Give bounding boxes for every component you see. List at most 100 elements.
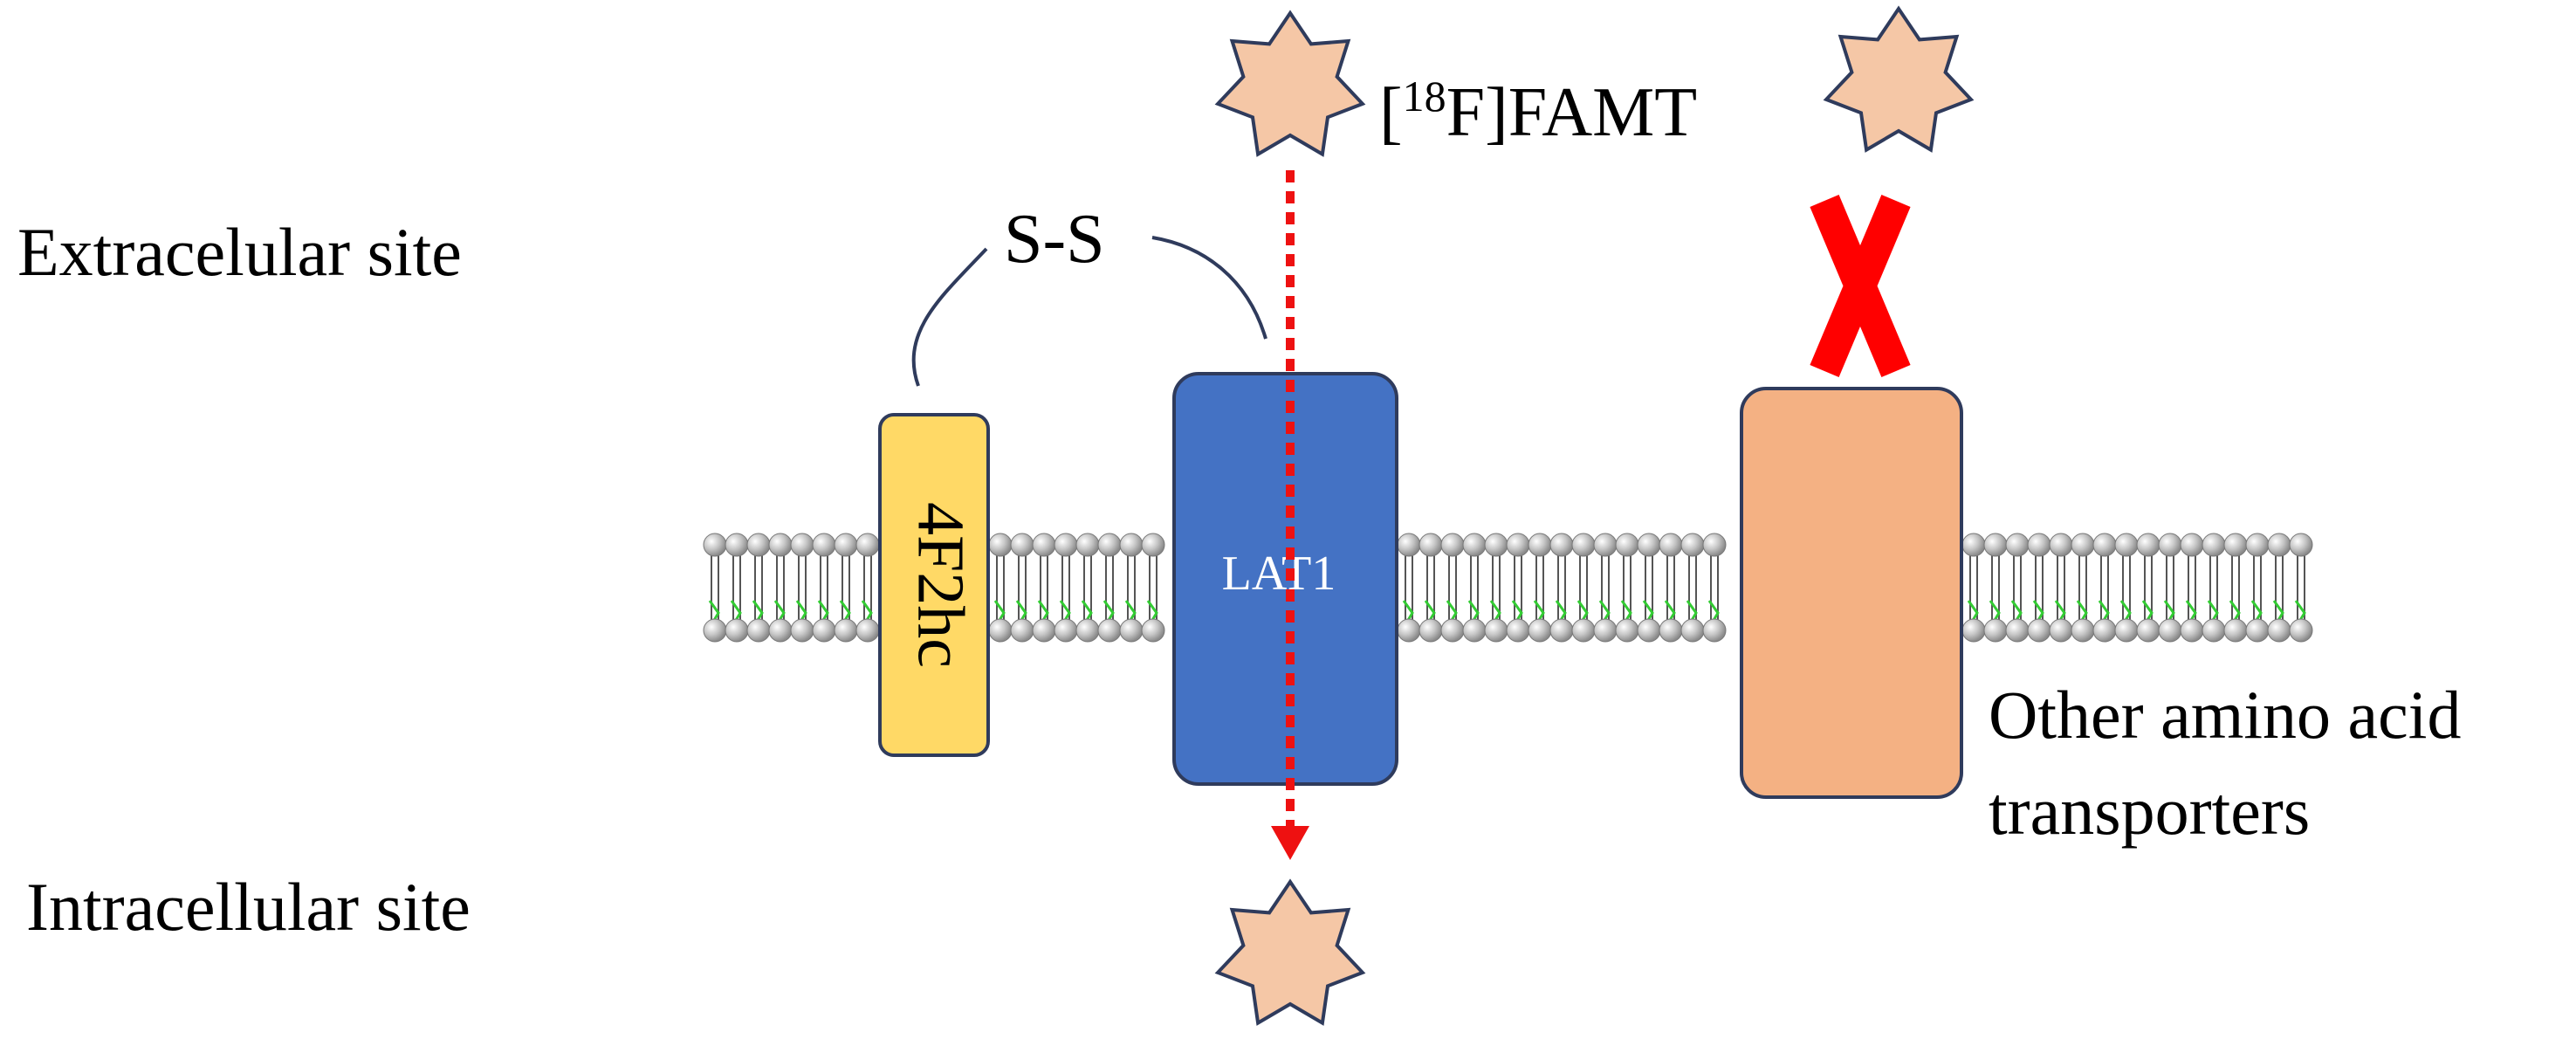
lipid-head <box>2136 618 2160 643</box>
lipid-head <box>1506 618 1530 643</box>
lipid-head <box>1659 533 1683 557</box>
lipid-head <box>2223 533 2248 557</box>
lipid-head <box>1440 618 1465 643</box>
lipid-head <box>1637 533 1661 557</box>
lipid-head <box>1440 533 1465 557</box>
lipid-head <box>2267 618 2291 643</box>
lipid-head <box>746 618 771 643</box>
lipid-head <box>1032 618 1056 643</box>
lipid-head <box>1032 533 1056 557</box>
lipid-head <box>703 618 727 643</box>
lipid-head <box>1462 618 1487 643</box>
lipid-head <box>1010 533 1034 557</box>
lipid-head <box>1119 533 1144 557</box>
intracellular-label: Intracellular site <box>26 869 471 945</box>
transport-arrow <box>1271 170 1309 860</box>
heavy-chain-label: 4F2hc <box>904 502 978 668</box>
phospholipid-bilayer <box>703 533 2313 643</box>
lipid-head <box>2223 618 2248 643</box>
lipid-head <box>855 533 880 557</box>
lipid-head <box>1571 533 1596 557</box>
lipid-head <box>1397 533 1421 557</box>
disulfide-bond: S-S <box>911 201 1267 387</box>
heavy-chain-4f2hc: 4F2hc <box>878 413 990 757</box>
lipid-head <box>1983 618 2008 643</box>
lipid-head <box>855 618 880 643</box>
lat1-label: LAT1 <box>1222 547 1336 601</box>
lipid-head <box>768 533 793 557</box>
lipid-head <box>725 533 749 557</box>
lipid-head <box>1484 533 1508 557</box>
lipid-head <box>2267 533 2291 557</box>
lipid-head <box>2114 533 2139 557</box>
lipid-head <box>834 533 858 557</box>
lat1-transporter: LAT1 <box>1172 372 1398 786</box>
other-transporters-label-line2: transporters <box>1989 773 2310 849</box>
lipid-head <box>1054 618 1078 643</box>
lipid-head <box>1680 618 1705 643</box>
blocked-x-icon <box>1810 195 1911 377</box>
lipid-head <box>812 533 836 557</box>
lipid-head <box>703 533 727 557</box>
lipid-head <box>1615 618 1639 643</box>
lipid-head <box>1983 533 2008 557</box>
lipid-head <box>1075 533 1100 557</box>
lipid-head <box>1119 618 1144 643</box>
lipid-head <box>746 533 771 557</box>
lipid-head <box>1141 533 1165 557</box>
lipid-head <box>2289 533 2313 557</box>
lipid-head <box>1397 618 1421 643</box>
lipid-head <box>2049 533 2073 557</box>
lipid-head <box>1702 618 1727 643</box>
lipid-head <box>1506 533 1530 557</box>
extracellular-label: Extracelular site <box>17 214 462 290</box>
lipid-head <box>2202 533 2226 557</box>
lipid-head <box>1961 533 1986 557</box>
lipid-head <box>1054 533 1078 557</box>
lipid-head <box>2180 618 2204 643</box>
lipid-head <box>2092 618 2117 643</box>
lipid-head <box>2289 618 2313 643</box>
lipid-head <box>2245 533 2270 557</box>
lipid-head <box>988 618 1013 643</box>
lipid-head <box>2005 533 2030 557</box>
lipid-head <box>1549 533 1574 557</box>
lipid-head <box>1419 618 1443 643</box>
lipid-head <box>1075 618 1100 643</box>
lipid-head <box>1615 533 1639 557</box>
lipid-head <box>2027 618 2051 643</box>
lipid-head <box>2005 618 2030 643</box>
lipid-head <box>2136 533 2160 557</box>
lipid-head <box>812 618 836 643</box>
lipid-head <box>768 618 793 643</box>
lipid-head <box>988 533 1013 557</box>
lipid-head <box>1659 618 1683 643</box>
lipid-head <box>2092 533 2117 557</box>
lipid-head <box>1571 618 1596 643</box>
lipid-head <box>1593 533 1618 557</box>
lipid-head <box>2158 533 2182 557</box>
tracer-molecule-icon <box>1823 5 1975 153</box>
lipid-head <box>1528 533 1552 557</box>
lipid-head <box>1097 618 1122 643</box>
lipid-head <box>1961 618 1986 643</box>
lipid-head <box>2202 618 2226 643</box>
lipid-head <box>1680 533 1705 557</box>
lipid-head <box>2158 618 2182 643</box>
tracer-label: [18F]FAMT <box>1379 72 1697 151</box>
lipid-head <box>1097 533 1122 557</box>
lipid-head <box>2180 533 2204 557</box>
lipid-head <box>2027 533 2051 557</box>
lipid-head <box>834 618 858 643</box>
lipid-head <box>1637 618 1661 643</box>
lipid-head <box>1484 618 1508 643</box>
lipid-head <box>1702 533 1727 557</box>
tracer-molecule-icon <box>1214 10 1366 157</box>
other-transporters-label-line1: Other amino acid <box>1989 677 2461 753</box>
other-amino-acid-transporter <box>1740 387 1963 799</box>
lipid-head <box>1419 533 1443 557</box>
lipid-head <box>1010 618 1034 643</box>
lipid-head <box>790 618 814 643</box>
lipid-head <box>1528 618 1552 643</box>
lipid-head <box>1462 533 1487 557</box>
